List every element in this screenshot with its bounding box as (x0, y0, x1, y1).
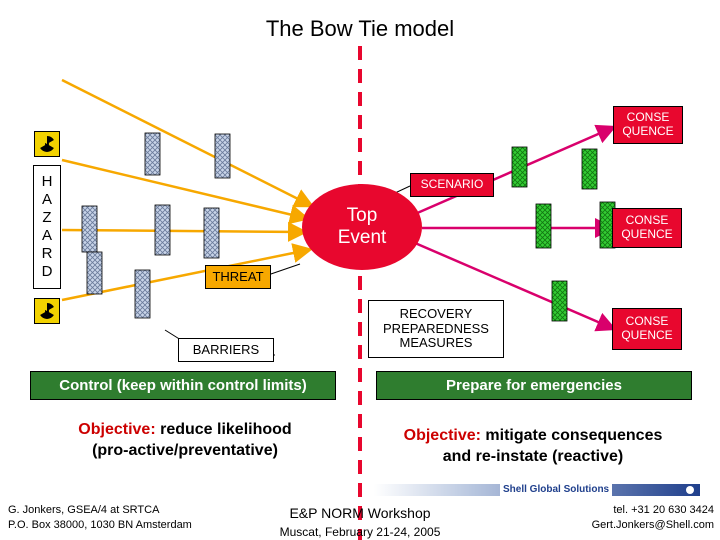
hazard-letter: A (41, 191, 52, 208)
threat-pointer (267, 263, 301, 276)
objective-text: reduce likelihood (155, 421, 292, 438)
recovery-line3: MEASURES (399, 335, 473, 351)
radiation-icon (34, 298, 60, 324)
hazard-letter: Z (42, 209, 52, 226)
prepare-banner: Prepare for emergencies (376, 371, 692, 400)
barrier-right (581, 148, 598, 190)
consequence-arrow-3 (414, 241, 617, 332)
barrier-left (144, 132, 161, 176)
hazard-letter: D (41, 263, 53, 280)
recovery-box: RECOVERY PREPAREDNESS MEASURES (368, 300, 504, 358)
footer-center: E&P NORM Workshop Muscat, February 21-24… (250, 505, 470, 540)
hazard-letter: A (41, 227, 52, 244)
barrier-right (535, 203, 552, 249)
footer-left: G. Jonkers, GSEA/4 at SRTCA P.O. Box 380… (8, 503, 192, 533)
scenario-label: SCENARIO (410, 173, 494, 197)
footer-right-line2: Gert.Jonkers@Shell.com (591, 518, 714, 531)
barrier-left (81, 205, 98, 253)
recovery-line2: PREPAREDNESS (383, 320, 489, 336)
hazard-letter: R (41, 245, 53, 262)
top-event-line2: Event (337, 227, 387, 248)
threat-arrow-3 (61, 221, 308, 242)
control-banner: Control (keep within control limits) (30, 371, 336, 400)
consequence-line1: CONSE (626, 110, 670, 125)
top-event: Top Event (302, 184, 422, 270)
recovery-line1: RECOVERY (399, 305, 473, 321)
barrier-right (511, 146, 528, 188)
barrier-right (551, 280, 568, 322)
objective-text: and re-instate (reactive) (442, 447, 624, 465)
barrier-left (86, 251, 103, 295)
objective-text: (pro-active/preventative) (92, 441, 278, 459)
brand-name: Shell Global Solutions (500, 484, 613, 496)
consequence-line2: QUENCE (622, 124, 674, 138)
right-objective: Objective: mitigate consequences and re-… (378, 426, 688, 468)
footer-left-line2: P.O. Box 38000, 1030 BN Amsterdam (8, 518, 192, 531)
barrier-left (154, 204, 171, 256)
footer-right: tel. +31 20 630 3424 Gert.Jonkers@Shell.… (560, 503, 714, 533)
left-objective: Objective: reduce likelihood (pro-active… (50, 420, 320, 462)
threat-arrow-1 (61, 78, 315, 208)
barrier-left (134, 269, 151, 319)
barrier-left (214, 133, 231, 179)
threat-arrow-4 (61, 243, 313, 302)
top-event-line1: Top (346, 205, 378, 227)
footer-center-line2: Muscat, February 21-24, 2005 (279, 524, 441, 539)
footer-left-line1: G. Jonkers, GSEA/4 at SRTCA (8, 504, 160, 516)
footer-center-line1: E&P NORM Workshop (289, 505, 431, 521)
objective-label: Objective: (403, 427, 481, 444)
shell-logo-icon (686, 486, 694, 494)
hazard-box: H A Z A R D (33, 165, 61, 289)
consequence-line1: CONSE (625, 314, 669, 329)
objective-text: mitigate consequences (480, 427, 663, 444)
threat-arrow-2 (61, 158, 310, 225)
objective-label: Objective: (78, 421, 156, 438)
barriers-label: BARRIERS (178, 338, 274, 362)
page-title: The Bow Tie model (265, 16, 455, 41)
radiation-icon (34, 131, 60, 157)
hazard-letter: H (41, 173, 53, 190)
consequence-line2: QUENCE (621, 328, 673, 342)
barrier-left (203, 207, 220, 259)
consequence-line1: CONSE (625, 213, 669, 228)
consequence-line2: QUENCE (621, 227, 673, 241)
footer-right-line1: tel. +31 20 630 3424 (613, 504, 714, 516)
threat-label: THREAT (205, 265, 271, 289)
